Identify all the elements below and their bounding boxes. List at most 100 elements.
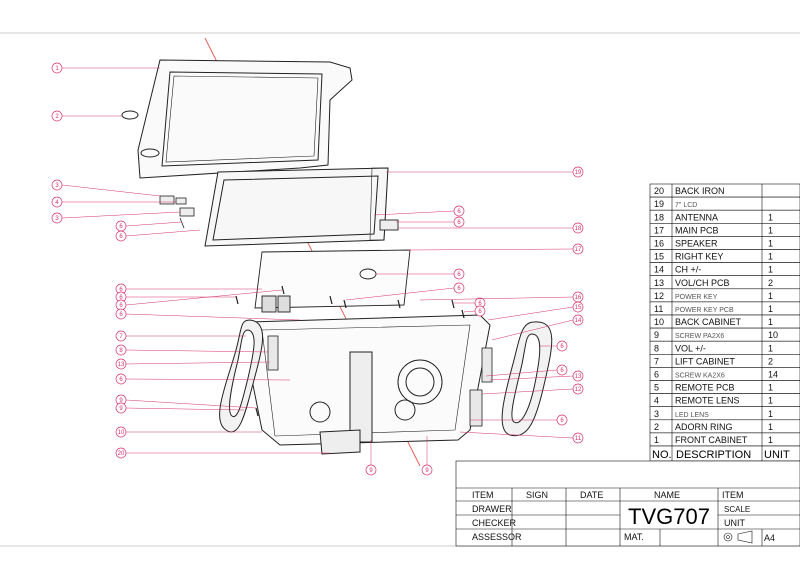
bom-row: 6 SCREW KA2X6 14 [649,367,800,381]
callout-left-5: 3 [51,211,181,224]
bom-item-no: 15 [654,252,664,262]
bom-item-description: SPEAKER [675,239,718,249]
callout-right-4: 18 [398,222,584,234]
bom-item-unit: 1 [768,317,773,327]
svg-text:6: 6 [119,377,123,383]
tb-date: DATE [580,490,603,500]
svg-text:6: 6 [478,301,482,307]
tb-unit: UNIT [724,518,745,528]
bom-item-no: 20 [654,186,664,196]
tb-checker: CHECKER [472,518,517,528]
bom-item-no: 14 [654,265,664,275]
callout-left-10: 6 [115,289,283,311]
projection-symbol-icon [723,530,753,544]
svg-text:17: 17 [575,247,582,253]
callout-left-4: 4 [51,196,176,208]
bom-item-no: 1 [654,435,659,445]
svg-text:6: 6 [119,312,123,318]
bom-item-description: LED LENS [675,412,709,419]
bom-item-unit: 10 [768,330,778,340]
bom-item-no: 6 [654,370,659,380]
callout-right-12: 14 [491,314,584,341]
svg-text:9: 9 [119,398,123,404]
bom-item-unit: 2 [768,278,773,288]
svg-text:9: 9 [369,468,373,474]
tb-item: ITEM [472,490,494,500]
svg-text:6: 6 [457,220,461,226]
bom-item-no: 11 [654,304,663,314]
bom-item-no: 5 [654,383,659,393]
tb-item-label: ITEM [722,490,744,500]
bom-header-row: NO. DESCRIPTION UNIT [649,445,800,462]
lcd-panel-part [204,167,389,247]
bom-item-description: LIFT CABINET [675,356,735,366]
bom-item-unit: 1 [768,225,773,235]
tb-assessor: ASSESSOR [472,532,522,542]
svg-text:6: 6 [119,303,123,309]
svg-text:10: 10 [118,430,125,436]
bom-item-unit: 1 [768,396,773,406]
svg-text:7: 7 [119,334,123,340]
svg-text:6: 6 [457,209,461,215]
svg-text:8: 8 [119,348,123,354]
main-pcb-part [254,219,411,313]
svg-text:12: 12 [575,387,582,393]
bom-header-no: NO. [652,449,672,461]
svg-text:20: 20 [118,451,125,457]
svg-text:13: 13 [118,362,125,368]
callout-right-5: 17 [407,243,584,255]
bom-item-description: BACK CABINET [675,317,742,327]
bom-item-unit: 14 [768,370,778,380]
callout-right-9: 6 [463,305,486,317]
callout-right-18: 11 [459,431,584,444]
svg-text:6: 6 [119,224,123,230]
callouts-bottom: 9 9 [365,436,433,476]
bom-item-unit: 1 [768,291,773,301]
callout-right-1: 19 [386,166,584,178]
callout-bottom-2: 9 [421,436,433,476]
callout-left-15: 6 [115,373,291,385]
bom-item-description: SCREW PA2X6 [675,333,724,340]
callout-left-9: 6 [115,291,236,303]
bom-item-description: CH +/- [675,265,701,275]
tb-mat: MAT. [624,532,644,542]
callout-right-14: 6 [485,364,568,377]
key-pcb-parts [267,335,493,427]
callout-left-19: 20 [115,447,330,459]
callout-left-14: 13 [115,358,271,370]
svg-text:2: 2 [55,114,59,120]
svg-text:11: 11 [575,436,582,442]
svg-text:3: 3 [55,183,59,189]
tb-model-name: TVG707 [628,504,710,529]
bom-item-no: 4 [654,396,659,406]
bom-item-description: MAIN PCB [675,225,719,235]
bom-item-description: VOL +/- [675,343,706,353]
callout-left-6: 6 [115,220,183,232]
bom-item-no: 9 [654,330,659,340]
title-block-text: ITEM SIGN DATE NAME ITEM DRAWER CHECKER … [472,490,775,544]
bom-item-description: ADORN RING [675,422,733,432]
back-cabinet-part [241,314,491,455]
svg-text:18: 18 [575,226,582,232]
svg-text:6: 6 [119,234,123,240]
bom-item-unit: 1 [768,239,773,249]
callout-right-13: 6 [540,340,568,352]
bom-item-description: SCREW KA2X6 [675,373,725,380]
bom-item-no: 16 [654,239,664,249]
callouts-right: 19 6 6 18 17 6 6 6 6 16 15 14 6 6 13 12 … [345,166,584,444]
bom-item-no: 12 [654,291,664,301]
bom-item-description: RIGHT KEY [675,252,723,262]
